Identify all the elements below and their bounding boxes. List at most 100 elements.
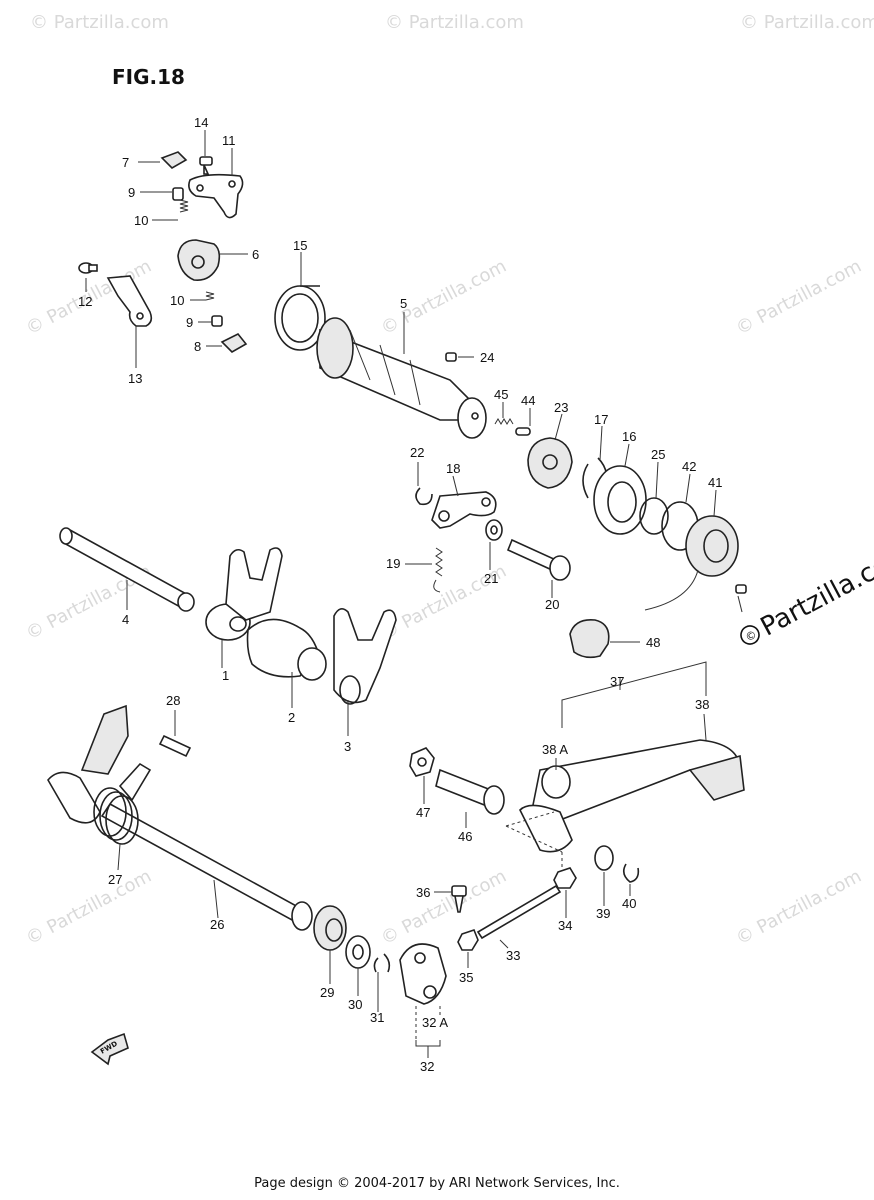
part-label: 32 A [422,1015,448,1030]
part-33-gearshift-rod [476,884,562,940]
part-41-gear-position-switch [644,515,739,611]
part-label: 42 [682,459,696,474]
watermark: © Partzilla.com [377,256,510,340]
part-29-oil-seal [313,905,347,951]
part-label: 33 [506,948,520,963]
part-1-shift-fork [205,547,283,641]
part-48-cap [569,618,610,659]
part-label: 4 [122,612,129,627]
watermark-layer: © Partzilla.com © Partzilla.com © Partzi… [22,12,874,949]
part-label: 7 [122,155,129,170]
part-31-circlip [373,953,391,973]
part-19-spring [433,547,443,593]
part-35-nut [457,929,479,951]
part-label: 10 [134,213,148,228]
part-15-bearing [274,285,326,351]
part-25-ring [639,497,669,535]
part-label: 1 [222,668,229,683]
part-11-plate [188,173,244,219]
part-label: 31 [370,1010,384,1025]
part-4-fork-shaft [59,527,195,612]
partzilla-brand-mark: © Partzilla.com [740,538,874,645]
part-label: 12 [78,294,92,309]
part-label: 5 [400,296,407,311]
part-label: 47 [416,805,430,820]
part-2-shift-fork [246,618,327,681]
part-45-spring [494,418,514,425]
fwd-arrow-icon: FWD [90,1032,129,1066]
part-10b-spring [205,291,215,301]
part-44-pin [515,427,531,436]
part-47-nut [409,747,435,777]
part-12-screw [78,262,98,274]
part-label: 23 [554,400,568,415]
part-label: 48 [646,635,660,650]
part-18-stopper-arm [431,491,497,529]
part-label: 19 [386,556,400,571]
part-label: 29 [320,985,334,1000]
part-label: 39 [596,906,610,921]
part-label: 11 [222,133,236,148]
watermark: © Partzilla.com [732,256,865,340]
part-26-gearshift-shaft [47,704,313,931]
watermark: © Partzilla.com [30,12,169,33]
part-20-bolt [506,538,571,581]
part-label: 9 [186,315,193,330]
part-21-washer [485,519,503,541]
watermark: © Partzilla.com [740,12,874,33]
part-label: 32 [420,1059,434,1074]
part-8-stopper [220,332,248,353]
part-23-cam [527,437,573,489]
part-label: 3 [344,739,351,754]
part-label: 21 [484,571,498,586]
part-label: 25 [651,447,665,462]
svg-text:©: © [743,628,759,645]
part-label: 38 A [542,742,568,757]
part-9b-pin [211,315,223,327]
part-30-washer [345,935,371,969]
part-label: 8 [194,339,201,354]
watermark: © Partzilla.com [732,866,865,950]
part-label: 14 [194,115,208,130]
part-label: 6 [252,247,259,262]
figure-title: FIG.18 [112,65,185,89]
part-label: 28 [166,693,180,708]
part-16-bearing [593,465,647,535]
part-27-spring [93,787,139,845]
exploded-parts-diagram: © Partzilla.com © Partzilla.com © Partzi… [22,12,874,1074]
part-3-shift-fork [333,608,397,705]
part-label: 44 [521,393,535,408]
part-14-screw [199,156,213,175]
part-label: 20 [545,597,559,612]
part-label: 37 [610,674,624,689]
part-number-labels: 1 2 3 4 5 6 7 8 9 9 10 10 11 12 13 14 15… [78,115,722,1074]
leader-lines [85,130,743,1058]
part-label: 34 [558,918,572,933]
part-label: 27 [108,872,122,887]
part-label: 15 [293,238,307,253]
part-5-cam-drum [316,317,487,439]
part-label: 16 [622,429,636,444]
part-36-bolt [451,885,467,913]
part-label: 17 [594,412,608,427]
part-32-gearshift-arm [399,943,447,1005]
part-label: 36 [416,885,430,900]
part-label: 40 [622,896,636,911]
part-label: 38 [695,697,709,712]
part-label: 46 [458,829,472,844]
part-43-screw [735,584,747,594]
part-28-bolt [158,734,192,758]
part-label: 35 [459,970,473,985]
page-footer: Page design © 2004-2017 by ARI Network S… [254,1176,620,1191]
part-34-nut [553,867,577,889]
copyright-circle-icon [740,625,760,645]
part-label: 18 [446,461,460,476]
part-46-bolt [435,768,505,815]
watermark: © Partzilla.com [22,866,155,950]
part-label: 13 [128,371,142,386]
part-7-stopper [160,151,188,169]
part-38-gearshift-lever [519,739,745,853]
part-label: 24 [480,350,494,365]
brand-watermark: Partzilla.com [756,538,874,643]
